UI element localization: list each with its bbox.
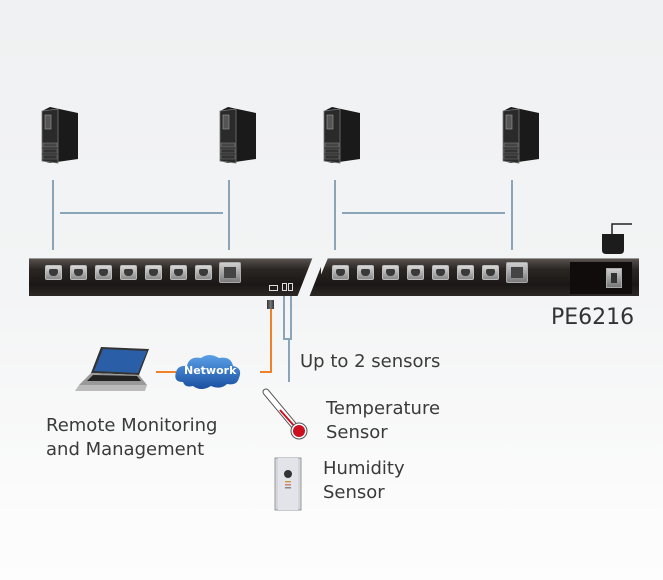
power-cable — [334, 180, 336, 250]
pdu-left-section — [29, 258, 321, 296]
server-tower-icon — [219, 107, 256, 164]
outlet — [95, 265, 112, 280]
outlet — [70, 265, 87, 280]
remote-monitoring-label: Remote Monitoring — [46, 415, 218, 436]
power-cable-link — [60, 212, 223, 214]
laptop-icon — [75, 347, 149, 391]
humidity-sensor-label-line2: Sensor — [323, 482, 385, 503]
power-inlet-panel — [570, 262, 632, 294]
power-inlet — [606, 268, 622, 288]
network-cloud-icon — [175, 355, 241, 389]
outlet — [170, 265, 187, 280]
power-cable-link — [342, 212, 505, 214]
outlet — [357, 265, 374, 280]
power-cable — [228, 180, 230, 250]
network-cable — [156, 371, 176, 373]
power-cable — [52, 180, 54, 250]
humidity-sensor-label: Humidity — [323, 458, 405, 479]
model-label: PE6216 — [551, 305, 635, 330]
outlet — [145, 265, 162, 280]
outlet — [382, 265, 399, 280]
power-plug-icon — [602, 223, 632, 254]
temperature-sensor-label: Temperature — [326, 398, 441, 419]
sensor-cable — [288, 339, 290, 382]
network-connector — [267, 300, 274, 309]
sensor-port-2[interactable] — [288, 283, 293, 291]
server-tower-icon — [323, 107, 360, 164]
outlet — [457, 265, 474, 280]
network-cable — [260, 371, 272, 373]
server-tower-icon — [41, 107, 78, 164]
sensors-note: Up to 2 sensors — [300, 351, 441, 372]
thermometer-icon — [262, 388, 308, 440]
pdu-right-section — [312, 258, 639, 296]
temperature-sensor-label-line2: Sensor — [326, 422, 388, 443]
sensor-cable — [283, 296, 285, 339]
break-slash — [296, 254, 326, 300]
network-port[interactable] — [269, 285, 278, 291]
network-cable — [270, 309, 272, 372]
sensor-port-1[interactable] — [282, 283, 287, 291]
outlet — [432, 265, 449, 280]
outlet — [120, 265, 137, 280]
sensor-cable — [290, 296, 292, 339]
outlet — [195, 265, 212, 280]
outlet — [407, 265, 424, 280]
outlet-large — [219, 262, 241, 283]
outlet — [45, 265, 62, 280]
network-label: Network — [184, 364, 237, 377]
power-cable — [511, 180, 513, 250]
outlet — [332, 265, 349, 280]
outlet-large — [506, 262, 528, 283]
humidity-sensor-icon — [274, 457, 302, 511]
server-tower-icon — [502, 107, 539, 164]
outlet — [482, 265, 499, 280]
remote-monitoring-label-line2: and Management — [46, 439, 205, 460]
sensor-cable — [283, 338, 292, 340]
